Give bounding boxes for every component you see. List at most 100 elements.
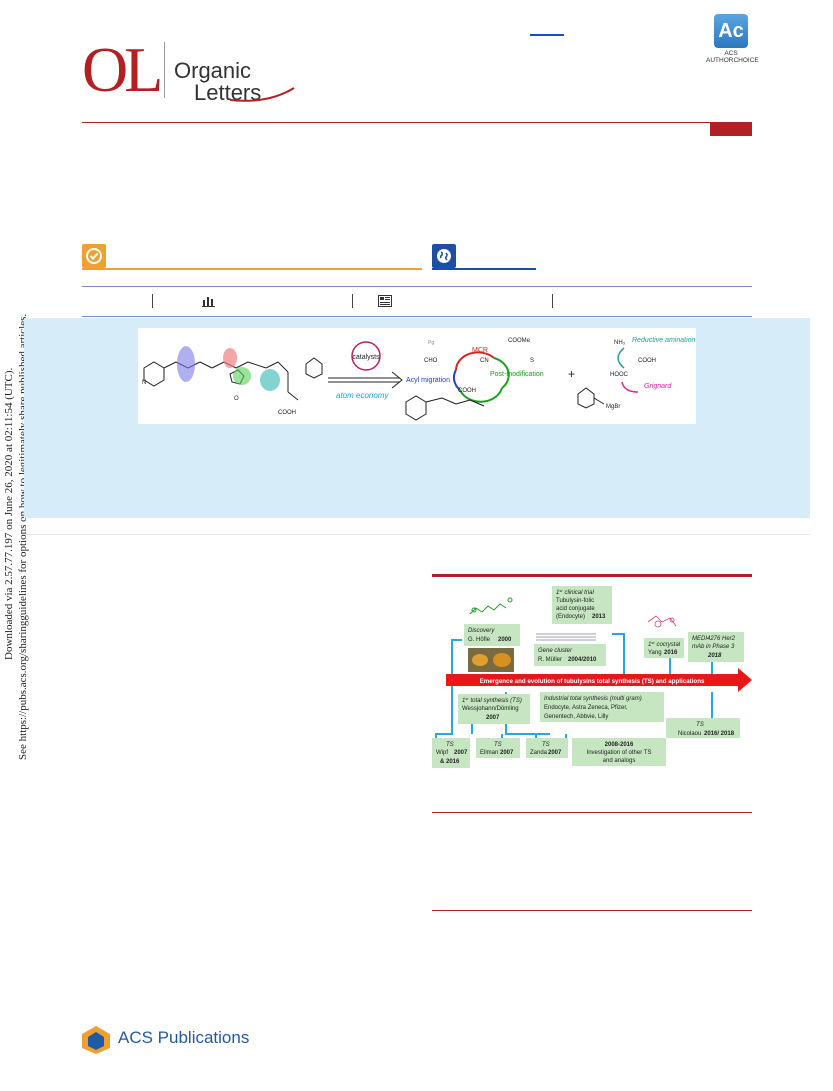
cocrystal-year: 2016 — [664, 650, 678, 656]
clinical-year: 2013 — [592, 614, 606, 620]
first-ts-box — [458, 694, 530, 724]
header-rule — [82, 122, 752, 123]
nicolaou-ts: TS — [696, 722, 704, 728]
gene-title: Gene cluster — [538, 648, 573, 654]
toc-o-label: O — [234, 396, 239, 402]
atom-economy-label: atom economy — [336, 391, 389, 400]
globe-rule — [432, 268, 536, 270]
acs-hexagon-inner — [88, 1032, 104, 1050]
reaction-arrow-head — [391, 371, 403, 389]
logo-swoosh-icon — [229, 87, 295, 102]
ellman-ts: TS — [494, 742, 502, 748]
nicolaou-name: Nicolaou — [678, 731, 701, 737]
wipf-name: Wipf — [436, 750, 448, 756]
download-stamp: Downloaded via 2.57.77.197 on June 26, 2… — [3, 314, 29, 760]
metrics-bar-bottom-rule — [82, 316, 752, 317]
timeline-arrow-head — [738, 668, 752, 692]
zanda-year: 2007 — [548, 750, 562, 756]
metrics-separator — [352, 294, 353, 308]
mcr-cycle — [453, 351, 510, 403]
acs-publications-logo[interactable] — [80, 1024, 240, 1054]
coome-label: COOMe — [508, 338, 531, 344]
discovery-name: G. Höfle — [468, 637, 491, 643]
author-choice-label: ACS AUTHORCHOICE — [706, 50, 759, 64]
figure-caption-top-rule — [432, 812, 752, 813]
plus-sign: + — [568, 367, 575, 381]
author-choice-label-line1: ACS — [724, 50, 738, 57]
grignard-label: Grignard — [644, 383, 672, 390]
clinical-line4: (Endocyte) — [556, 614, 585, 620]
cocrystal-icon — [647, 615, 677, 628]
acyl-migration-label: Acyl migration — [406, 377, 450, 384]
cocrystal-name: Yang — [648, 650, 662, 656]
range-line2: Investigation of other TS — [587, 750, 652, 756]
ellman-year: 2007 — [500, 750, 514, 756]
figure-top-rule — [432, 574, 752, 577]
nicolaou-year: 2016/ 2018 — [704, 731, 735, 737]
download-stamp-line1: Downloaded via 2.57.77.197 on June 26, 2… — [3, 367, 15, 660]
investigation-box — [572, 738, 666, 766]
timeline-arrow-label: Emergence and evolution of tubulysins to… — [480, 678, 705, 685]
cocrystal-sup: st — [651, 640, 655, 645]
zanda-ts: TS — [542, 742, 550, 748]
range-year: 2008-2016 — [605, 742, 634, 748]
tubulysin-timeline-figure: Emergence and evolution of tubulysins to… — [432, 574, 752, 768]
molecule-structure-icon — [469, 597, 513, 615]
bottom-piperidine — [405, 395, 485, 421]
timeline-arrow-body — [446, 674, 740, 686]
catalysts-label: catalysts — [352, 354, 380, 361]
cho-label: CHO — [424, 358, 438, 364]
discovery-box — [464, 624, 520, 646]
mcr-label: MCR — [472, 347, 488, 354]
colony-blob — [472, 654, 488, 666]
clinical-title-text: clinical trial — [564, 590, 594, 596]
globe-icon[interactable] — [432, 244, 456, 268]
industrial-title: Industrial total synthesis (multi gram) — [544, 696, 642, 702]
gene-name: R. Müller — [538, 657, 562, 663]
cooh-label-right: COOH — [638, 358, 656, 364]
clinical-line3: acid conjugate — [556, 606, 595, 612]
logo-divider — [164, 42, 165, 98]
zanda-name: Zanda — [530, 750, 548, 756]
header-link-underline[interactable] — [530, 34, 564, 36]
benzyl-ring — [577, 387, 595, 409]
check-icon — [86, 248, 102, 264]
cocrystal-title-text: cocrystal — [656, 642, 680, 648]
header-red-tab — [710, 122, 752, 136]
gene-cluster-icon — [536, 633, 596, 641]
first-ts-year: 2007 — [486, 715, 500, 721]
colony-blob — [493, 653, 511, 667]
industrial-line2: Endocyte, Astra Zeneca, Pfizer, — [544, 705, 628, 711]
wipf-year: 2007 — [454, 750, 468, 756]
author-choice-badge[interactable]: Ac — [714, 14, 748, 48]
bar-chart-icon[interactable] — [202, 295, 216, 307]
wipf-year2: & 2016 — [440, 759, 460, 765]
discovery-year: 2000 — [498, 637, 512, 643]
journal-logo-mark[interactable]: OL — [82, 34, 163, 105]
cn-label: CN — [480, 358, 489, 364]
cocrystal-box — [644, 638, 684, 658]
medi-year: 2018 — [707, 653, 722, 659]
abstract-bottom-rule — [24, 534, 810, 535]
industrial-box — [540, 692, 664, 722]
article-icon[interactable] — [378, 295, 392, 307]
metrics-separator — [152, 294, 153, 308]
first-ts-sup: st — [465, 696, 469, 701]
globe-icon-graphic — [437, 249, 451, 263]
ellman-box — [476, 738, 520, 758]
discovery-title: Discovery — [468, 628, 495, 634]
author-choice-label-line2: AUTHORCHOICE — [706, 57, 759, 64]
open-access-check-icon[interactable] — [82, 244, 106, 268]
gene-cluster-box — [534, 644, 606, 666]
reductive-amination-arrow — [617, 347, 625, 369]
catalysts-cycle-icon — [351, 341, 381, 371]
wipf-ts: TS — [446, 742, 454, 748]
clinical-trial-box — [552, 586, 612, 624]
reductive-amination-label: Reductive amination — [632, 337, 696, 344]
ellman-name: Ellman — [480, 750, 498, 756]
zanda-box — [526, 738, 568, 758]
wipf-box — [432, 738, 470, 768]
toc-n-label: N — [142, 380, 146, 386]
